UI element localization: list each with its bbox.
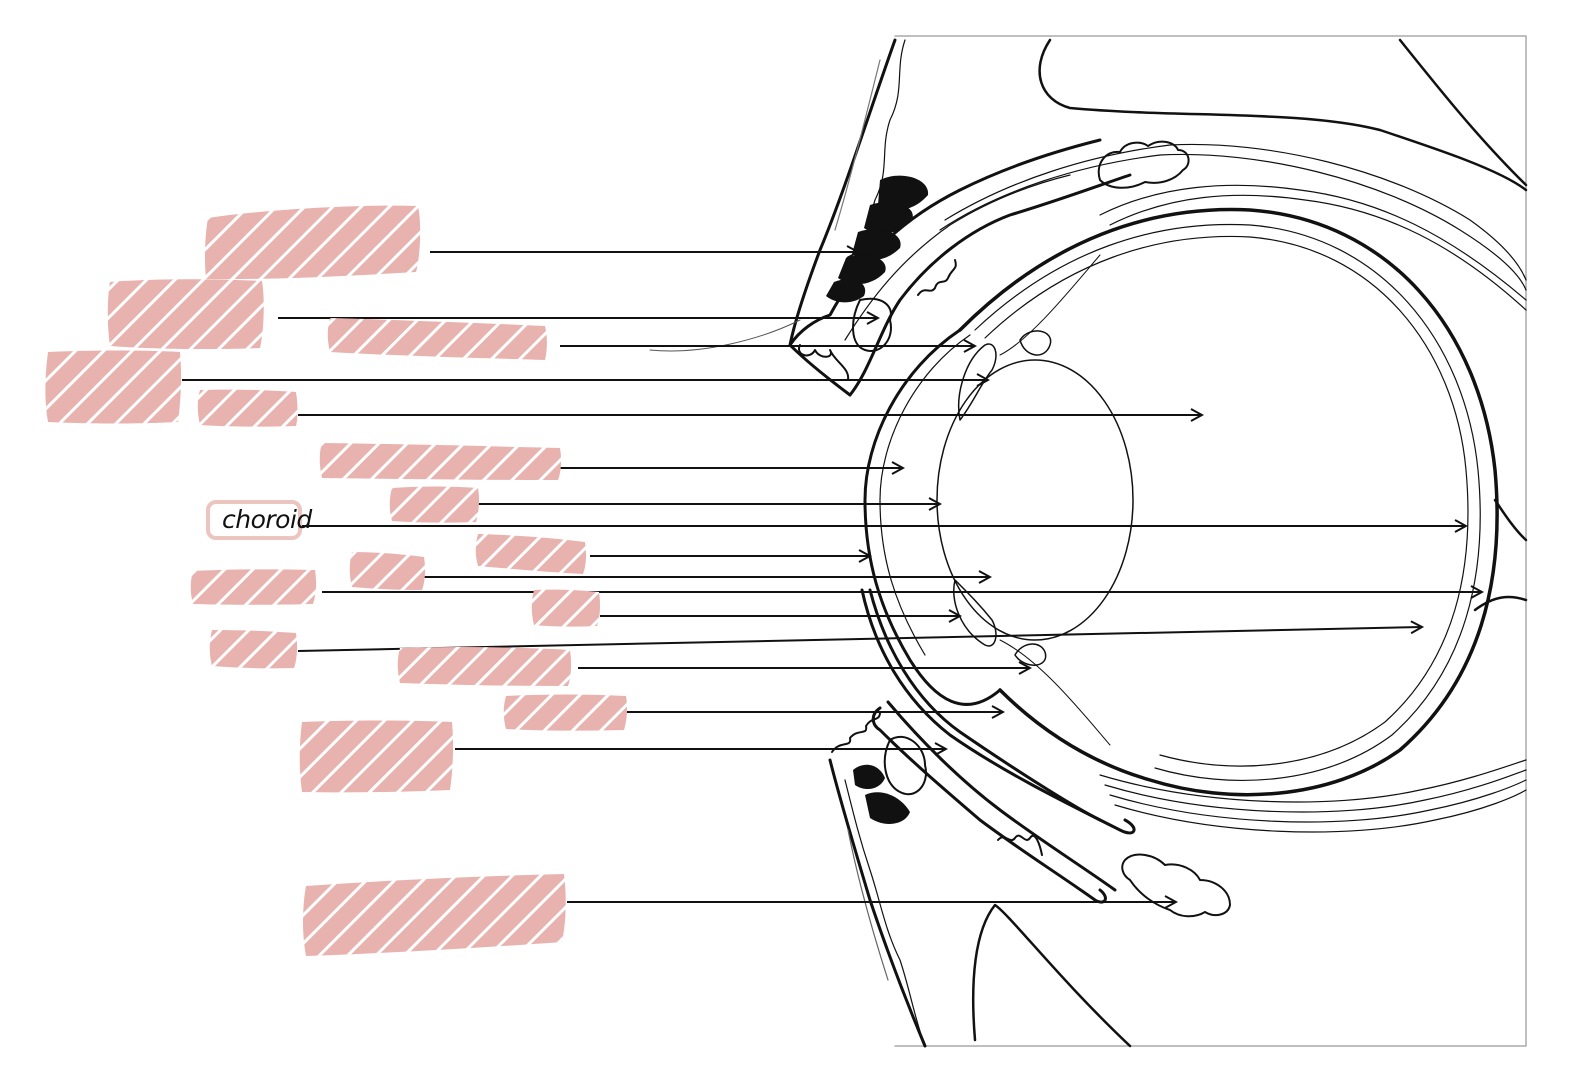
hidden-label-box[interactable] bbox=[45, 350, 182, 424]
hidden-label-box[interactable] bbox=[299, 720, 454, 793]
retina-line bbox=[984, 235, 1469, 767]
hidden-label-box[interactable] bbox=[397, 646, 572, 686]
cornea-inner bbox=[879, 334, 971, 656]
superior-muscle-3 bbox=[1099, 184, 1527, 301]
lower-gland-squiggle bbox=[997, 834, 1043, 856]
lens bbox=[936, 359, 1134, 641]
hidden-label-box[interactable] bbox=[107, 279, 264, 350]
lower-tarsal-muscle bbox=[853, 764, 910, 824]
ciliary-lower bbox=[1014, 643, 1047, 666]
lower-small-gland bbox=[883, 735, 927, 795]
leader-lines bbox=[182, 252, 1482, 902]
hidden-label-box[interactable] bbox=[204, 205, 421, 280]
lower-meibomian bbox=[831, 711, 881, 753]
hidden-label-box[interactable] bbox=[349, 552, 426, 590]
zonule-upper bbox=[999, 254, 1101, 356]
hidden-label-box[interactable] bbox=[190, 569, 317, 605]
upper-inner-thin bbox=[844, 174, 1071, 341]
hidden-label-box[interactable] bbox=[531, 589, 601, 627]
inferior-muscle-2 bbox=[1104, 769, 1527, 813]
optic-nerve-upper bbox=[1493, 498, 1528, 542]
sclera-outer bbox=[958, 207, 1499, 797]
lower-lid-skin-wavy bbox=[844, 779, 926, 1047]
upper-eyelid-skin-inner bbox=[834, 59, 881, 231]
choroid-label-text: choroid bbox=[222, 505, 312, 534]
choroid-label-group: choroid bbox=[206, 500, 313, 540]
upper-lid-tarsus bbox=[788, 138, 1102, 347]
optic-nerve-lower bbox=[1473, 595, 1528, 612]
orbital-floor bbox=[971, 903, 1132, 1048]
inferior-muscle-3 bbox=[1109, 779, 1527, 823]
frontal-bone-edge bbox=[1398, 38, 1528, 187]
lid-lashes-upper bbox=[649, 319, 801, 352]
eye-anatomy bbox=[649, 35, 1528, 1048]
zonule-lower bbox=[999, 639, 1111, 746]
lower-lid-conjunctiva-2 bbox=[868, 588, 1102, 822]
lower-lid-skin-thin bbox=[847, 829, 889, 981]
hidden-label-box[interactable] bbox=[327, 318, 547, 360]
lower-lid-skin bbox=[828, 758, 927, 1048]
hidden-label-box[interactable] bbox=[503, 694, 628, 731]
iris-upper bbox=[958, 343, 997, 421]
leader-line-13 bbox=[297, 627, 1422, 652]
lower-lid-tarsus-2 bbox=[886, 700, 1117, 892]
superior-muscle-2 bbox=[944, 143, 1527, 281]
choroid-label-box bbox=[206, 500, 302, 540]
lacrimal-gland bbox=[1097, 140, 1190, 189]
upper-meibomian bbox=[798, 344, 850, 381]
choroid-line bbox=[974, 223, 1481, 782]
upper-tarsal-muscle bbox=[826, 175, 929, 303]
frame-border bbox=[894, 35, 1527, 1047]
upper-eyelid-skin bbox=[788, 38, 897, 397]
lower-lid-conjunctiva bbox=[860, 588, 1136, 835]
orbital-roof bbox=[1038, 38, 1528, 192]
ciliary-upper bbox=[1019, 330, 1052, 356]
upper-gland-squiggle bbox=[917, 259, 957, 296]
hidden-label-box[interactable] bbox=[209, 630, 298, 669]
inferior-muscle-1 bbox=[1099, 759, 1527, 803]
upper-small-gland bbox=[852, 297, 892, 352]
inferior-muscle-4 bbox=[1114, 789, 1527, 833]
hidden-label-box[interactable] bbox=[319, 443, 562, 480]
hidden-label-box[interactable] bbox=[303, 874, 566, 956]
superior-muscle-4 bbox=[1109, 194, 1527, 311]
hidden-label-box[interactable] bbox=[475, 534, 587, 574]
superior-muscle-1 bbox=[939, 153, 1527, 291]
lower-lacrimal-gland bbox=[1121, 853, 1231, 918]
cornea bbox=[863, 328, 1002, 706]
hidden-label-box[interactable] bbox=[197, 389, 298, 427]
hidden-label-box[interactable] bbox=[389, 486, 480, 523]
hidden-labels bbox=[45, 205, 628, 956]
